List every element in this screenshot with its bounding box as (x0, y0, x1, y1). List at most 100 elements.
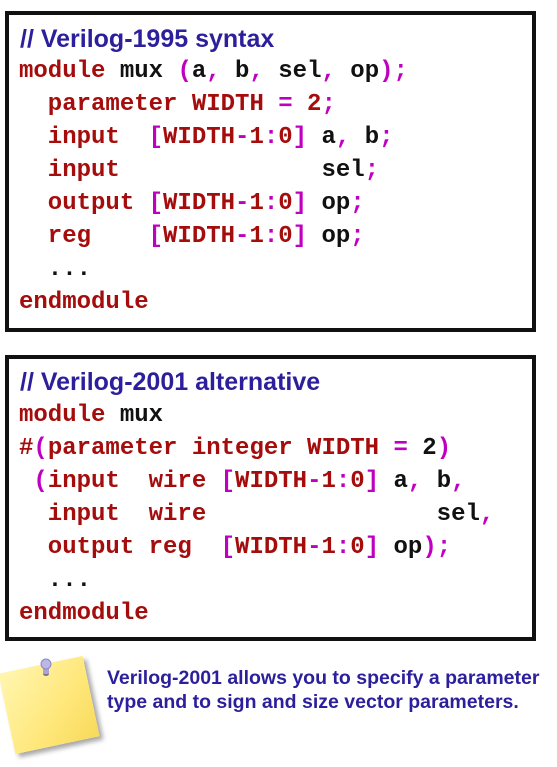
code-punctuation: , (321, 58, 336, 85)
code-line: endmodule (19, 286, 408, 319)
code-identifier: 2 (407, 435, 437, 462)
code-keyword: reg (19, 223, 149, 250)
code-keyword: module (19, 402, 106, 429)
code-identifier: op (335, 58, 380, 85)
code-punctuation: ] (292, 190, 308, 217)
code-keyword: 0 (350, 534, 365, 561)
code-identifier: b (422, 468, 452, 495)
code-punctuation: [ (220, 534, 236, 561)
code-punctuation: ( (33, 435, 48, 462)
code-punctuation: ( (19, 468, 48, 495)
code-keyword: input (19, 157, 120, 184)
code-keyword: WIDTH (163, 124, 236, 151)
code-punctuation: ( (177, 58, 192, 85)
code-identifier: op (307, 223, 351, 250)
code-punctuation: [ (148, 190, 164, 217)
code-keyword: 1 (249, 223, 264, 250)
code-punctuation: [ (148, 124, 164, 151)
code-line: ... (19, 253, 408, 286)
code-keyword: input wire (19, 501, 207, 528)
code-comment-1995: // Verilog-1995 syntax (20, 25, 275, 53)
code-keyword: parameter WIDTH (19, 91, 279, 118)
code-keyword: endmodule (19, 600, 149, 627)
code-line: output reg [WIDTH-1:0] op); (19, 531, 494, 564)
code-keyword: 1 (249, 190, 264, 217)
code-punctuation: ] (292, 124, 308, 151)
code-punctuation: ); (379, 58, 408, 85)
code-keyword: output (19, 190, 149, 217)
pushpin-icon (40, 658, 52, 676)
code-punctuation: - (307, 534, 322, 561)
code-punctuation: = (393, 435, 408, 462)
code-identifier: b (350, 124, 380, 151)
code-punctuation: : (335, 534, 351, 561)
code-comment-2001: // Verilog-2001 alternative (20, 368, 321, 396)
code-identifier: sel (263, 58, 322, 85)
code-keyword: 1 (321, 468, 336, 495)
code-line: input sel; (19, 154, 408, 187)
code-punctuation: [ (220, 468, 236, 495)
code-punctuation: : (263, 223, 279, 250)
code-punctuation: : (263, 190, 279, 217)
code-keyword: 1 (249, 124, 264, 151)
code-identifier: op (307, 190, 351, 217)
code-keyword: parameter integer WIDTH (47, 435, 394, 462)
code-punctuation: , (407, 468, 423, 495)
code-punctuation: [ (148, 223, 164, 250)
code-keyword: endmodule (19, 289, 149, 316)
code-identifier: a (191, 58, 207, 85)
code-keyword: 0 (278, 190, 293, 217)
code-line: (input wire [WIDTH-1:0] a, b, (19, 465, 494, 498)
code-punctuation: , (206, 58, 221, 85)
code-punctuation: - (307, 468, 322, 495)
code-punctuation: ] (364, 468, 380, 495)
code-punctuation: , (335, 124, 351, 151)
code-keyword: 2 (292, 91, 322, 118)
code-line: endmodule (19, 597, 494, 630)
code-keyword: 0 (278, 124, 293, 151)
code-punctuation: : (263, 124, 279, 151)
code-keyword: input (19, 124, 149, 151)
code-punctuation: ; (379, 124, 394, 151)
code-punctuation: ) (436, 435, 452, 462)
code-line: input wire sel, (19, 498, 495, 531)
code-punctuation: = (278, 91, 293, 118)
code-identifier: mux (105, 402, 164, 429)
verilog-2001-code-box: // Verilog-2001 alternative module mux#(… (5, 355, 536, 641)
code-punctuation: , (249, 58, 264, 85)
code-identifier: op (379, 534, 423, 561)
code-block-1995: module mux (a, b, sel, op); parameter WI… (19, 55, 408, 319)
code-line: module mux (a, b, sel, op); (19, 55, 408, 88)
code-punctuation: ] (364, 534, 380, 561)
code-line: module mux (19, 399, 494, 432)
code-punctuation: ; (321, 91, 336, 118)
code-keyword: WIDTH (235, 534, 308, 561)
code-keyword: 0 (350, 468, 365, 495)
code-keyword: output reg (19, 534, 221, 561)
code-identifier: ... (19, 567, 92, 594)
code-identifier: sel (119, 157, 365, 184)
code-block-2001: module mux#(parameter integer WIDTH = 2)… (19, 399, 494, 630)
code-punctuation: - (235, 190, 250, 217)
verilog-1995-code-box: // Verilog-1995 syntax module mux (a, b,… (5, 11, 536, 332)
code-keyword: module (19, 58, 106, 85)
code-punctuation: , (479, 501, 495, 528)
code-punctuation: ] (292, 223, 308, 250)
code-keyword: # (19, 435, 34, 462)
code-identifier: a (379, 468, 408, 495)
code-identifier: ... (19, 256, 92, 283)
code-keyword: 0 (278, 223, 293, 250)
code-line: #(parameter integer WIDTH = 2) (19, 432, 494, 465)
code-punctuation: , (451, 468, 466, 495)
code-punctuation: ; (364, 157, 380, 184)
code-keyword: WIDTH (163, 223, 236, 250)
code-line: ... (19, 564, 494, 597)
code-punctuation: ; (350, 190, 365, 217)
code-punctuation: ; (350, 223, 365, 250)
code-keyword: WIDTH (235, 468, 308, 495)
code-identifier: a (307, 124, 336, 151)
code-line: reg [WIDTH-1:0] op; (19, 220, 408, 253)
code-line: input [WIDTH-1:0] a, b; (19, 121, 408, 154)
code-punctuation: : (335, 468, 351, 495)
note-text: Verilog-2001 allows you to specify a par… (107, 667, 540, 713)
